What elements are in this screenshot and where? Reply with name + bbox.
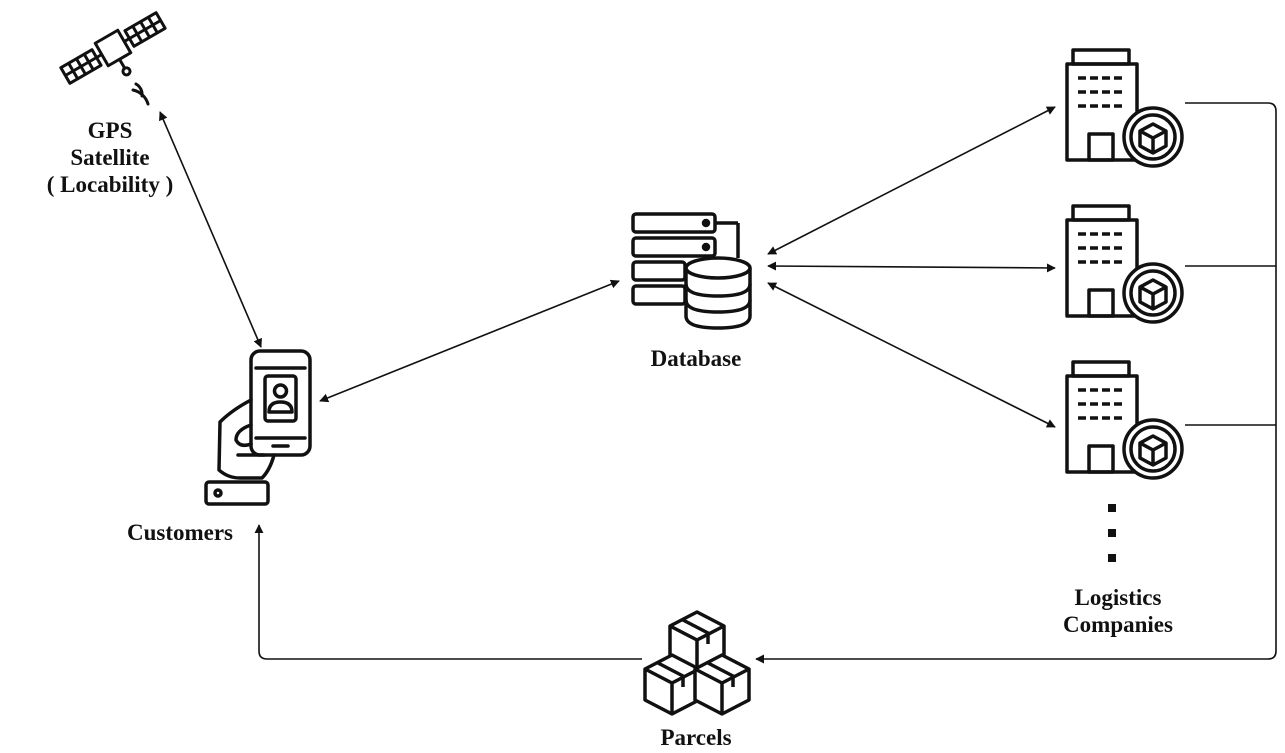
server-database-icon bbox=[631, 212, 752, 330]
gps-satellite-label: GPS Satellite ( Locability ) bbox=[30, 117, 190, 198]
logistics-company-3-icon bbox=[1065, 360, 1184, 480]
database-logistics-2-arrow bbox=[767, 261, 1056, 273]
gps-customers-arrow bbox=[159, 111, 262, 348]
gps-label-line-2: Satellite bbox=[70, 145, 150, 170]
parcels-customers-arrow bbox=[254, 524, 642, 660]
logistics-company-1-icon bbox=[1065, 48, 1184, 168]
logistics-bus-line bbox=[755, 102, 1277, 664]
gps-label-line-3: ( Locability ) bbox=[46, 172, 174, 197]
database-logistics-3-arrow bbox=[767, 282, 1056, 428]
customers-database-arrow bbox=[319, 279, 620, 403]
logistics-label-line-1: Logistics bbox=[1074, 585, 1162, 610]
logistics-label-line-2: Companies bbox=[1063, 612, 1173, 637]
parcels-label: Parcels bbox=[660, 725, 732, 750]
database-logistics-1-arrow bbox=[767, 106, 1056, 255]
logistics-company-2-icon bbox=[1065, 204, 1184, 324]
logistics-companies-label: Logistics Companies bbox=[1038, 584, 1198, 638]
connectors bbox=[159, 102, 1277, 664]
smartphone-hand-icon bbox=[204, 349, 312, 506]
parcels-icon bbox=[643, 610, 751, 716]
ellipsis-dots bbox=[1108, 504, 1116, 562]
satellite-icon bbox=[59, 11, 167, 106]
database-label: Database bbox=[650, 346, 742, 371]
gps-label-line-1: GPS bbox=[87, 118, 133, 143]
customers-label: Customers bbox=[126, 520, 234, 545]
